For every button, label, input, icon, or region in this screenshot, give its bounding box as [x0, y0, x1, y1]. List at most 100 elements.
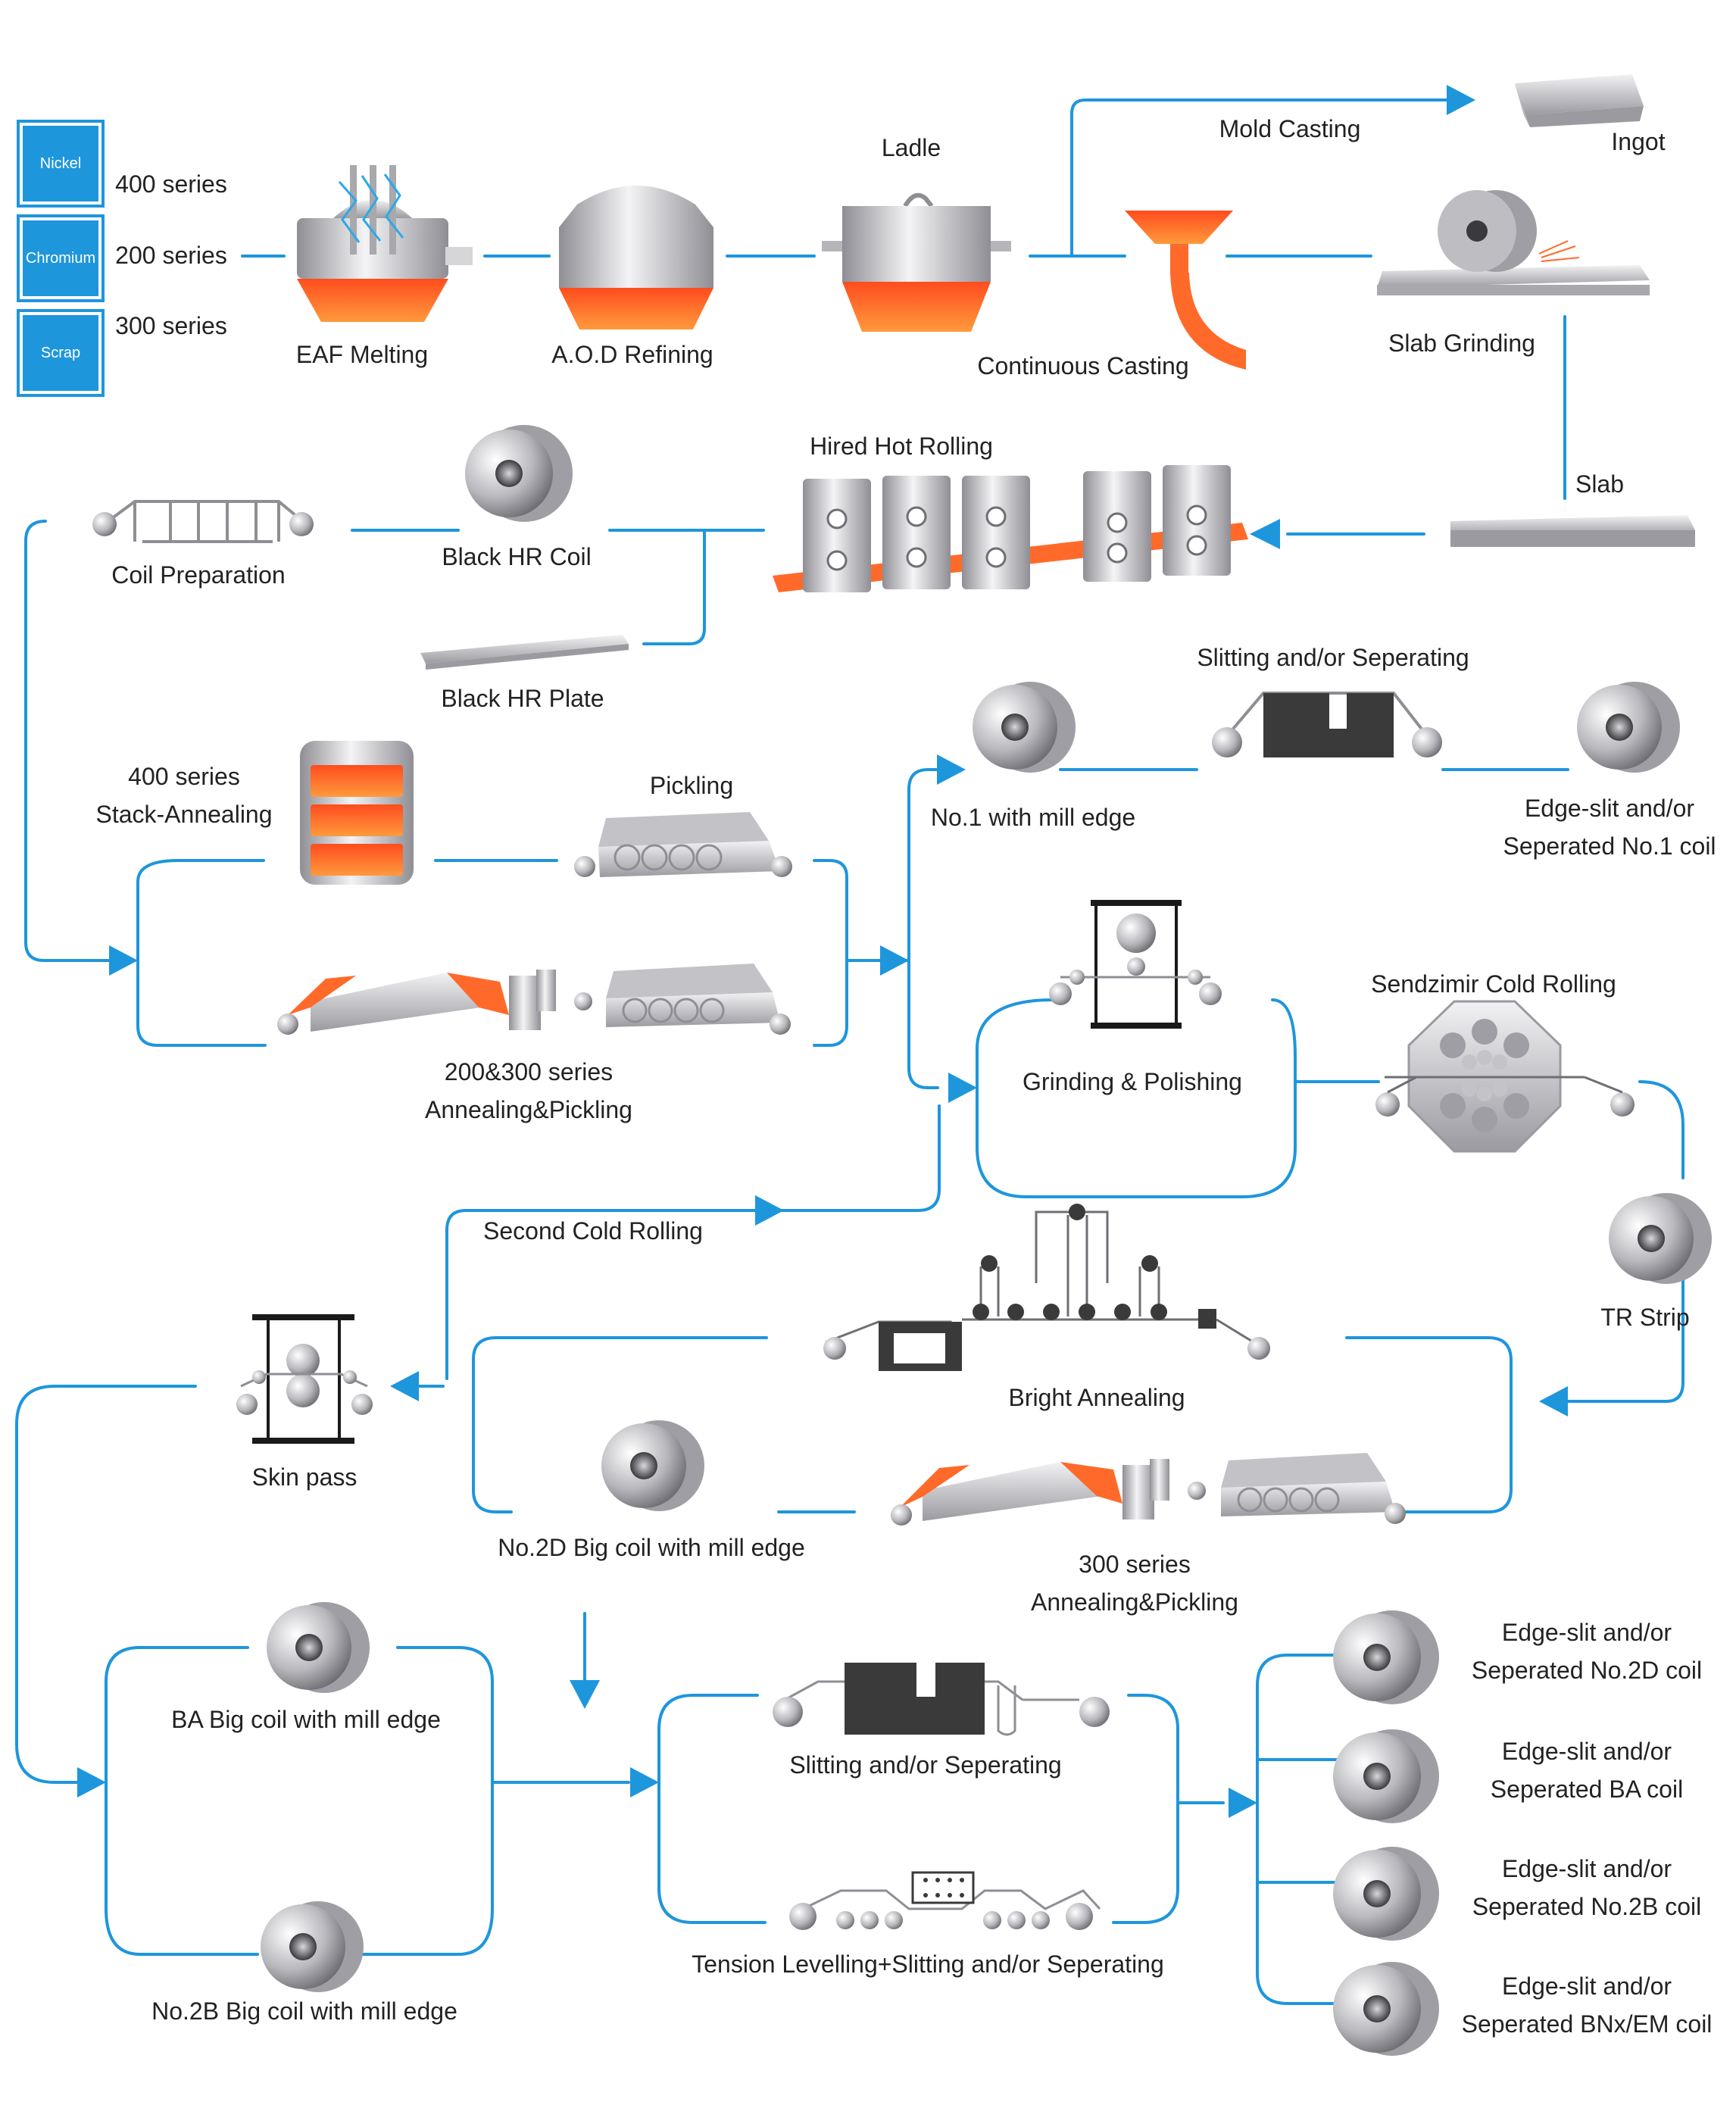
black-hr-plate-illustration	[420, 635, 629, 670]
coil-preparation-illustration	[92, 500, 314, 543]
edge-no1-label: Edge-slit and/or Seperated No.1 coil	[1503, 789, 1716, 865]
edge-no2b-label-line: Seperated No.2B coil	[1472, 1893, 1702, 1920]
arrow-icon	[1539, 1386, 1568, 1416]
ap-300-label-line: Annealing&Pickling	[1031, 1588, 1238, 1616]
continuous-casting-label: Continuous Casting	[977, 352, 1189, 379]
ap-300-label: 300 series Annealing&Pickling	[1031, 1545, 1238, 1621]
slitting-label-bottom: Slitting and/or Seperating	[789, 1751, 1062, 1779]
annealing-pickling-line-illustration	[277, 964, 791, 1035]
series-label-300: 300 series	[115, 312, 227, 339]
material-box-scrap: Scrap	[17, 309, 105, 397]
arrow-icon	[1229, 1788, 1257, 1818]
mold-casting-label: Mold Casting	[1219, 115, 1361, 142]
edge-slit-bnx-coil-illustration	[1333, 1962, 1439, 2056]
arrow-icon	[1250, 519, 1280, 549]
material-label: Chromium	[23, 220, 98, 296]
edge-slit-no1-coil-illustration	[1577, 682, 1680, 773]
edge-bnx-label-line: Edge-slit and/or	[1501, 1972, 1672, 2000]
slab-grinding-label: Slab Grinding	[1388, 330, 1535, 357]
edge-no2b-label-line: Edge-slit and/or	[1501, 1855, 1672, 1882]
no1-coil-illustration	[973, 682, 1076, 773]
ba-big-coil-illustration	[267, 1602, 370, 1693]
no2d-coil-illustration	[601, 1420, 704, 1511]
edge-no2b-label: Edge-slit and/or Seperated No.2B coil	[1472, 1850, 1701, 1926]
second-cold-rolling-label: Second Cold Rolling	[483, 1217, 703, 1245]
no2b-big-coil-label: No.2B Big coil with mill edge	[151, 1997, 457, 2025]
aod-converter-illustration	[559, 186, 713, 330]
stack-annealing-label: 400 series Stack-Annealing	[95, 757, 272, 833]
no2b-big-coil-illustration	[261, 1901, 364, 1992]
edge-ba-label-line: Seperated BA coil	[1490, 1776, 1684, 1803]
stack-annealing-label-line: 400 series	[128, 763, 240, 790]
arrow-icon	[948, 1073, 977, 1103]
arrow-icon	[109, 945, 138, 976]
tr-strip-coil-illustration	[1609, 1193, 1712, 1284]
no2d-label: No.2D Big coil with mill edge	[498, 1534, 805, 1561]
grinding-polishing-label: Grinding & Polishing	[1023, 1068, 1242, 1095]
edge-bnx-label: Edge-slit and/or Seperated BNx/EM coil	[1462, 1967, 1713, 2043]
black-hr-coil-label: Black HR Coil	[442, 543, 592, 570]
series-label-200: 200 series	[115, 242, 227, 269]
stack-annealing-furnace-illustration	[300, 741, 414, 885]
edge-ba-label: Edge-slit and/or Seperated BA coil	[1491, 1732, 1683, 1808]
arrow-icon	[630, 1767, 659, 1797]
arrow-icon	[755, 1195, 784, 1226]
stack-annealing-label-line: Stack-Annealing	[95, 801, 273, 828]
grinding-polishing-machine-illustration	[1049, 900, 1222, 1029]
bright-annealing-line-illustration	[823, 1204, 1270, 1371]
edge-slit-no2b-coil-illustration	[1333, 1847, 1439, 1941]
edge-slit-no2d-coil-illustration	[1333, 1610, 1439, 1704]
ingot-illustration	[1515, 74, 1644, 127]
edge-no2d-label-line: Seperated No.2D coil	[1471, 1657, 1703, 1684]
bright-annealing-label: Bright Annealing	[1008, 1384, 1185, 1411]
tr-strip-label: TR Strip	[1600, 1304, 1690, 1331]
aod-refining-label: A.O.D Refining	[551, 341, 713, 368]
coil-preparation-label: Coil Preparation	[111, 561, 286, 589]
slab-grinding-illustration	[1377, 190, 1650, 295]
hot-rolling-mill-illustration	[773, 465, 1248, 592]
arrow-icons	[77, 85, 1568, 1818]
slitting-line-bottom-illustration	[773, 1663, 1110, 1736]
edge-no2d-label-line: Edge-slit and/or	[1501, 1619, 1672, 1646]
continuous-casting-illustration	[1125, 211, 1246, 370]
material-box-chromium: Chromium	[17, 214, 105, 302]
slitting-label-top: Slitting and/or Seperating	[1197, 644, 1469, 671]
ap-300-label-line: 300 series	[1079, 1551, 1191, 1578]
black-hr-plate-label: Black HR Plate	[441, 685, 604, 712]
pickling-label: Pickling	[649, 772, 734, 799]
connector-lines	[15, 98, 1684, 2005]
material-label: Scrap	[23, 315, 98, 391]
edge-no1-label-line: Edge-slit and/or	[1524, 795, 1695, 822]
slab-label: Slab	[1575, 470, 1625, 498]
ap-200-300-label: 200&300 series Annealing&Pickling	[425, 1053, 632, 1129]
no1-label: No.1 with mill edge	[930, 804, 1136, 831]
material-box-nickel: Nickel	[17, 120, 105, 208]
edge-no2d-label: Edge-slit and/or Seperated No.2D coil	[1472, 1613, 1702, 1689]
eaf-furnace-illustration	[297, 165, 473, 322]
edge-no1-label-line: Seperated No.1 coil	[1503, 832, 1716, 860]
arrow-icon	[390, 1371, 419, 1401]
annealing-pickling-300-line-illustration	[891, 1453, 1406, 1526]
edge-bnx-label-line: Seperated BNx/EM coil	[1461, 2010, 1713, 2038]
ap-200-300-label-line: 200&300 series	[444, 1058, 614, 1085]
ladle-illustration	[822, 192, 1011, 332]
skin-pass-mill-illustration	[236, 1314, 373, 1444]
black-hr-coil-illustration	[465, 425, 573, 522]
arrow-icon	[1447, 85, 1475, 115]
ap-200-300-label-line: Annealing&Pickling	[425, 1096, 632, 1123]
ladle-label: Ladle	[881, 134, 941, 161]
edge-slit-ba-coil-illustration	[1333, 1729, 1439, 1823]
slab-illustration	[1450, 515, 1695, 547]
material-label: Nickel	[23, 126, 98, 201]
edge-ba-label-line: Edge-slit and/or	[1501, 1738, 1672, 1765]
slitting-line-illustration	[1212, 692, 1442, 757]
skin-pass-label: Skin pass	[251, 1463, 358, 1491]
arrow-icon	[880, 945, 909, 976]
series-label-400: 400 series	[115, 170, 227, 198]
sendzimir-mill-illustration	[1375, 1000, 1635, 1153]
ba-big-coil-label: BA Big coil with mill edge	[171, 1706, 441, 1733]
pickling-line-illustration	[574, 812, 792, 877]
ingot-label: Ingot	[1611, 128, 1666, 155]
arrow-icon	[77, 1767, 106, 1797]
tension-levelling-label: Tension Levelling+Slitting and/or Sepera…	[692, 1951, 1164, 1978]
